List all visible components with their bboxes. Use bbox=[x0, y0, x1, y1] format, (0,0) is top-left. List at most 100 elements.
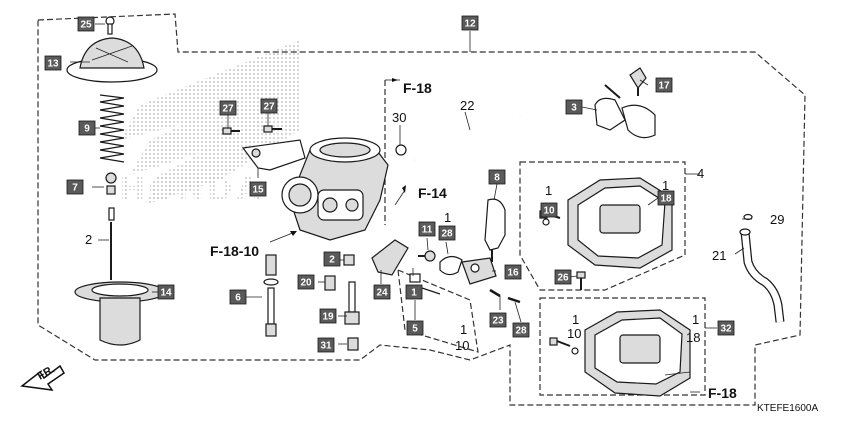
screw-26 bbox=[576, 271, 586, 290]
callout-box-frame bbox=[489, 312, 507, 328]
callout-box-7: 7 bbox=[66, 179, 84, 195]
reference-labels: F-18 F-14 F-18-10 F-18 bbox=[210, 80, 737, 401]
callout-box-11: 11 bbox=[418, 221, 436, 237]
bolt-28 bbox=[489, 288, 521, 304]
callout-box-text: 7 bbox=[72, 183, 78, 194]
callout-1-upper: 1 bbox=[545, 183, 552, 198]
ref-f18-10: F-18-10 bbox=[210, 243, 259, 259]
callout-box-frame bbox=[657, 190, 675, 206]
plug-20 bbox=[324, 275, 336, 291]
callout-1-adjuster: 1 bbox=[460, 322, 467, 337]
svg-text:HONDA: HONDA bbox=[120, 170, 265, 208]
callout-box-text: 31 bbox=[320, 341, 332, 352]
callout-box-3: 3 bbox=[565, 99, 583, 115]
main-jet bbox=[347, 337, 359, 351]
callout-box-frame bbox=[512, 322, 530, 338]
callout-box-frame bbox=[78, 120, 96, 136]
callout-21: 21 bbox=[712, 248, 726, 263]
front-direction-arrow bbox=[20, 364, 65, 391]
vacuum-piston bbox=[74, 281, 166, 346]
brand-watermark: HONDA bbox=[120, 40, 300, 208]
auto-bystarter bbox=[484, 198, 506, 262]
callout-box-frame bbox=[249, 181, 267, 197]
callout-box-27: 27 bbox=[219, 100, 237, 116]
screw-11 bbox=[418, 250, 436, 262]
callout-box-text: 8 bbox=[494, 173, 500, 184]
callout-box-frame bbox=[44, 55, 62, 71]
callout-box-text: 18 bbox=[660, 194, 672, 205]
callout-box-frame bbox=[219, 100, 237, 116]
jet-holder bbox=[344, 281, 360, 325]
callout-box-frame bbox=[229, 289, 247, 305]
callout-box-frame bbox=[504, 264, 522, 280]
throttle-stop-screw bbox=[263, 254, 279, 337]
callout-box-17: 17 bbox=[655, 77, 673, 93]
callout-box-frame bbox=[77, 16, 95, 32]
callout-box-text: 3 bbox=[571, 103, 577, 114]
callout-2: 2 bbox=[85, 232, 92, 247]
plug-2 bbox=[343, 254, 355, 266]
callout-box-12: 12 bbox=[461, 15, 479, 31]
callout-box-text: 19 bbox=[322, 312, 334, 323]
callout-10-lower: 10 bbox=[567, 326, 581, 341]
callout-box-10: 10 bbox=[540, 202, 558, 218]
callout-10-adjuster: 10 bbox=[455, 338, 469, 353]
callout-box-frame bbox=[66, 179, 84, 195]
callout-box-text: 6 bbox=[235, 293, 241, 304]
overflow-hose bbox=[739, 228, 785, 323]
callout-box-frame bbox=[565, 99, 583, 115]
ref-f14: F-14 bbox=[418, 185, 447, 201]
callout-box-5: 5 bbox=[406, 320, 424, 336]
callout-box-18: 18 bbox=[657, 190, 675, 206]
callout-1-lower: 1 bbox=[572, 312, 579, 327]
callout-box-text: 27 bbox=[222, 104, 234, 115]
callout-box-20: 20 bbox=[297, 274, 315, 290]
callout-1-lower-float: 1 bbox=[692, 312, 699, 327]
callout-box-9: 9 bbox=[78, 120, 96, 136]
callout-box-frame bbox=[488, 169, 506, 185]
callout-box-frame bbox=[319, 308, 337, 324]
float-17 bbox=[629, 67, 647, 96]
callout-box-2: 2 bbox=[323, 251, 341, 267]
plain-callouts: 2 30 22 4 1 1 1 29 21 1 10 1 10 1 18 bbox=[85, 98, 784, 353]
callout-box-text: 26 bbox=[557, 273, 569, 284]
drain-hose bbox=[395, 113, 521, 161]
callout-box-frame bbox=[418, 221, 436, 237]
callout-box-text: 16 bbox=[507, 268, 519, 279]
callout-box-frame bbox=[297, 274, 315, 290]
callout-box-text: 1 bbox=[411, 288, 417, 299]
callout-box-1: 1 bbox=[405, 284, 423, 300]
callout-30: 30 bbox=[392, 110, 406, 125]
callout-box-15: 15 bbox=[249, 181, 267, 197]
callout-box-13: 13 bbox=[44, 55, 62, 71]
callout-box-frame bbox=[554, 269, 572, 285]
screw-25 bbox=[105, 16, 115, 35]
callout-18-lower: 18 bbox=[686, 330, 700, 345]
ref-f18-top: F-18 bbox=[403, 80, 432, 96]
carburetor-body bbox=[281, 137, 389, 241]
callout-box-frame bbox=[373, 284, 391, 300]
throttle-bracket bbox=[241, 139, 306, 171]
callout-29: 29 bbox=[770, 212, 784, 227]
callout-box-text: 2 bbox=[329, 255, 335, 266]
callout-box-frame bbox=[157, 284, 175, 300]
callout-box-text: 23 bbox=[492, 316, 504, 327]
callout-box-23: 23 bbox=[489, 312, 507, 328]
bracket-screws bbox=[222, 125, 282, 135]
reference-arrows bbox=[269, 78, 700, 393]
callout-box-28: 28 bbox=[512, 322, 530, 338]
callout-box-text: 10 bbox=[543, 206, 555, 217]
float-chamber-lower bbox=[584, 309, 691, 397]
callout-box-27: 27 bbox=[260, 98, 278, 114]
ref-f18-bottom: F-18 bbox=[708, 385, 737, 401]
callout-4: 4 bbox=[697, 166, 704, 181]
assembly-boundary bbox=[37, 13, 806, 406]
callout-box-text: 25 bbox=[80, 20, 92, 31]
callout-box-25: 25 bbox=[77, 16, 95, 32]
float-chamber-box-upper bbox=[519, 161, 686, 291]
callout-box-16: 16 bbox=[504, 264, 522, 280]
callout-box-32: 32 bbox=[717, 320, 735, 336]
callout-box-frame bbox=[260, 98, 278, 114]
